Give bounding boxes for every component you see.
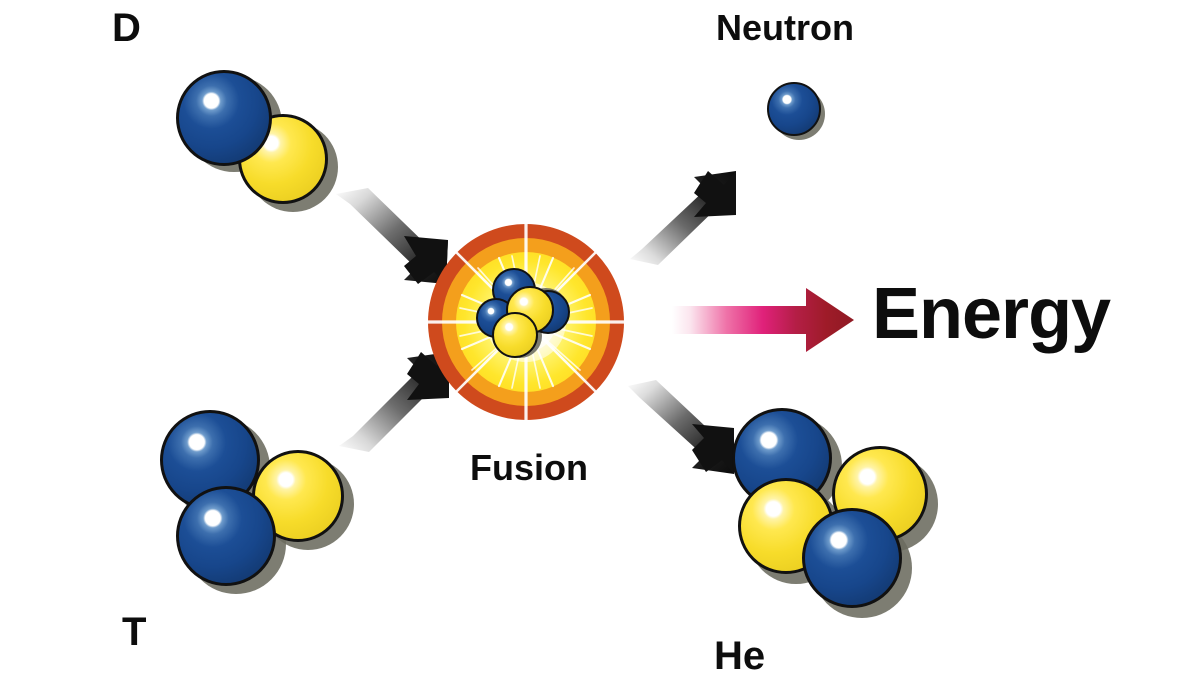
helium-nucleus xyxy=(720,408,950,618)
label-energy: Energy xyxy=(872,274,1111,354)
neutron-sphere xyxy=(492,312,538,358)
label-neutron: Neutron xyxy=(716,7,854,48)
proton-sphere xyxy=(802,508,902,608)
arrow-fusion-to-neutron xyxy=(630,171,736,265)
fusion-nucleon-cluster xyxy=(476,268,580,372)
label-helium: He xyxy=(714,634,766,675)
tritium-nucleus xyxy=(160,410,360,594)
label-deuterium: D xyxy=(112,6,141,50)
deuterium-nucleus xyxy=(170,70,350,212)
neutron-sphere xyxy=(767,82,821,136)
arrow-fusion-to-helium xyxy=(628,380,734,474)
arrow-tritium-into-fusion xyxy=(339,352,449,452)
proton-sphere xyxy=(176,486,276,586)
label-tritium: T xyxy=(122,610,147,654)
proton-sphere xyxy=(176,70,272,166)
arrow-fusion-to-energy xyxy=(672,288,854,352)
arrow-deuterium-into-fusion xyxy=(336,188,448,284)
fusion-core xyxy=(428,224,624,420)
free-neutron xyxy=(765,82,831,148)
label-fusion: Fusion xyxy=(470,447,588,488)
